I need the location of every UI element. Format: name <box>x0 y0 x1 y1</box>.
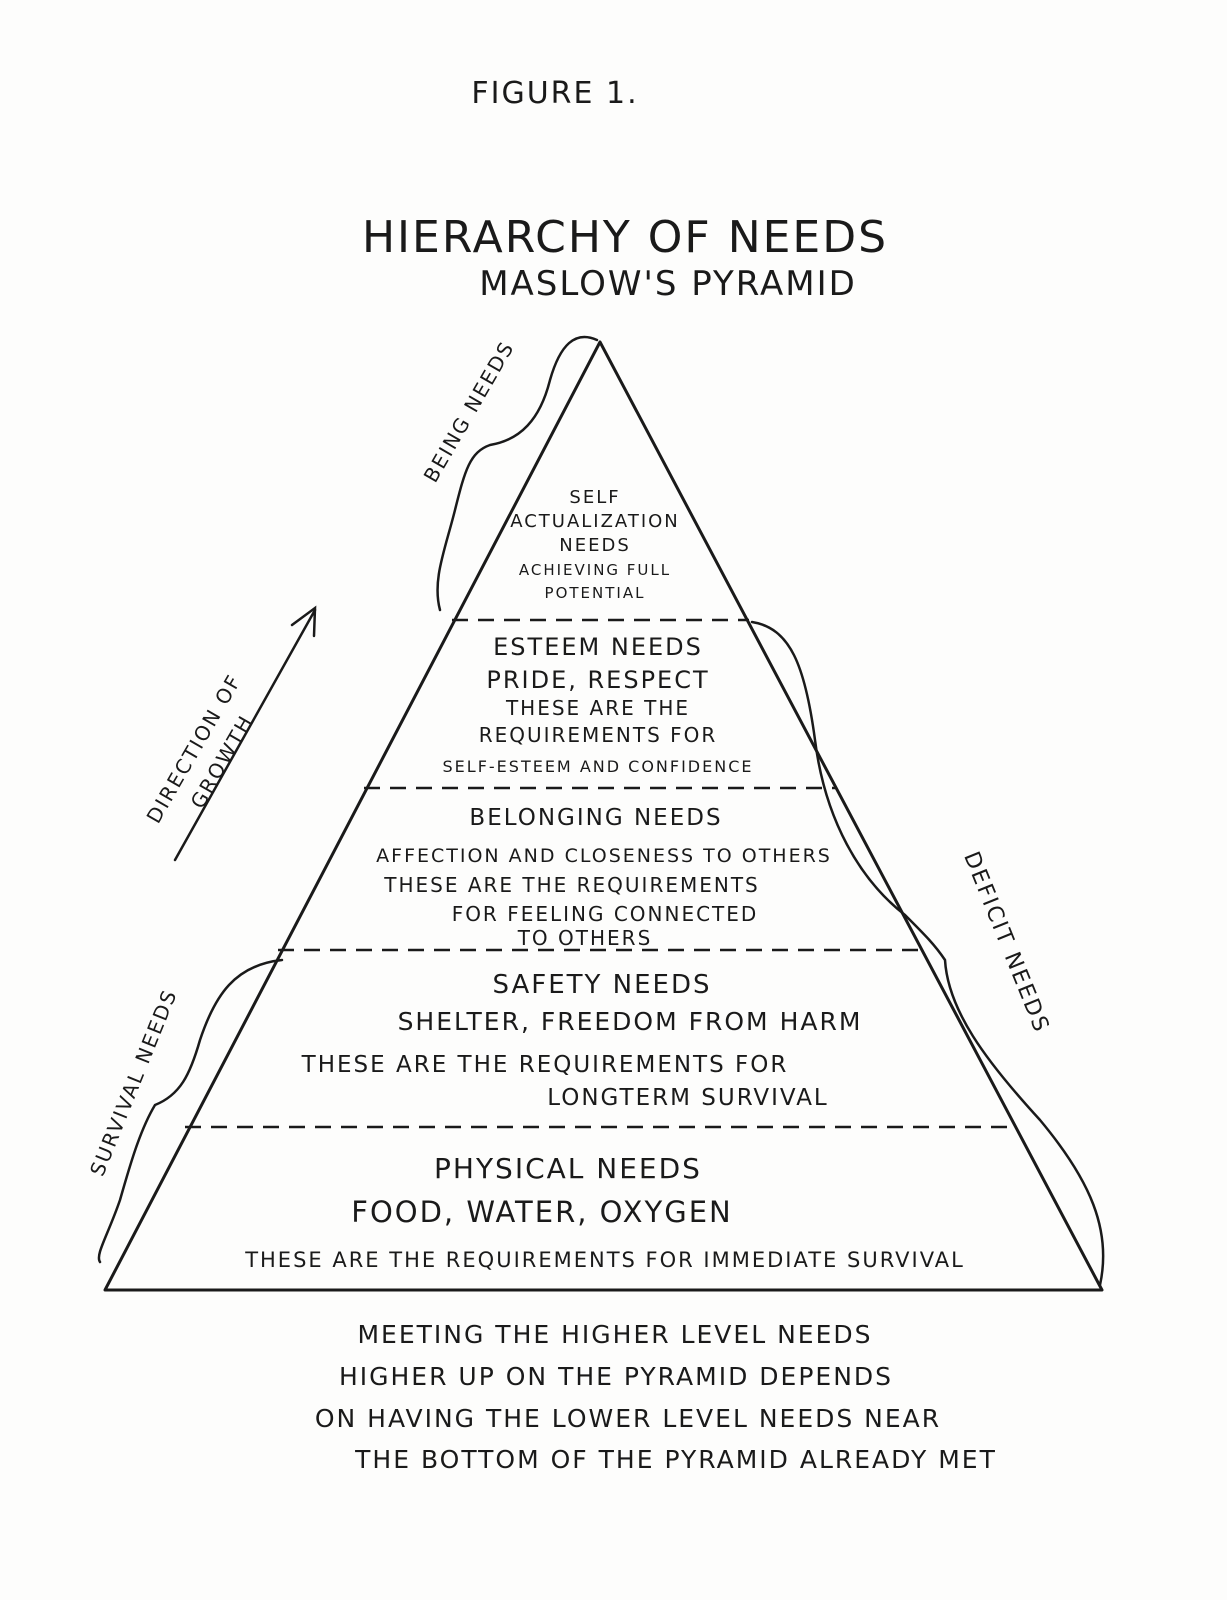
level-text-line: POTENTIAL <box>545 584 646 602</box>
level-heading: PHYSICAL NEEDS <box>434 1152 702 1185</box>
level-heading: SAFETY NEEDS <box>492 970 711 1000</box>
level-text-line: REQUIREMENTS FOR <box>479 723 718 747</box>
level-text-line: THESE ARE THE REQUIREMENTS FOR <box>301 1052 789 1078</box>
level-text-line: SELF <box>569 487 620 508</box>
level-self-actualization: SELF ACTUALIZATION NEEDS ACHIEVING FULL … <box>510 487 680 602</box>
level-text-line: FOR FEELING CONNECTED <box>452 902 759 926</box>
survival-needs-brace <box>97 958 284 1264</box>
growth-arrow-shaft <box>173 608 317 862</box>
growth-arrowhead-icon <box>290 605 317 638</box>
level-safety: SAFETY NEEDS SHELTER, FREEDOM FROM HARM … <box>301 970 863 1111</box>
level-text-line: LONGTERM SURVIVAL <box>547 1085 829 1111</box>
level-heading: BELONGING NEEDS <box>469 805 722 831</box>
level-belonging: BELONGING NEEDS AFFECTION AND CLOSENESS … <box>376 805 832 950</box>
footnote-line: THE BOTTOM OF THE PYRAMID ALREADY MET <box>354 1445 997 1474</box>
deficit-needs-brace <box>750 620 1105 1287</box>
level-text-line: TO OTHERS <box>517 926 653 950</box>
footnote: MEETING THE HIGHER LEVEL NEEDS HIGHER UP… <box>315 1320 997 1474</box>
level-text-line: NEEDS <box>559 535 631 556</box>
footnote-line: HIGHER UP ON THE PYRAMID DEPENDS <box>339 1362 893 1391</box>
being-needs-brace <box>436 335 599 612</box>
level-physical: PHYSICAL NEEDS FOOD, WATER, OXYGEN THESE… <box>244 1152 965 1272</box>
growth-arrow <box>173 605 317 862</box>
level-text-line: THESE ARE THE <box>505 696 690 720</box>
level-text-line: THESE ARE THE REQUIREMENTS FOR IMMEDIATE… <box>244 1248 965 1272</box>
survival-needs-label: SURVIVAL NEEDS <box>85 985 182 1179</box>
level-text-line: SELF-ESTEEM AND CONFIDENCE <box>443 757 754 776</box>
footnote-line: ON HAVING THE LOWER LEVEL NEEDS NEAR <box>315 1404 941 1433</box>
level-text-line: ACTUALIZATION <box>510 511 680 532</box>
pyramid-outline <box>103 340 1104 1292</box>
level-text-line: ACHIEVING FULL <box>519 561 671 579</box>
level-esteem: ESTEEM NEEDS PRIDE, RESPECT THESE ARE TH… <box>443 633 754 776</box>
level-text-line: FOOD, WATER, OXYGEN <box>351 1195 732 1229</box>
level-text-line: SHELTER, FREEDOM FROM HARM <box>398 1007 863 1036</box>
figure-label: FIGURE 1. <box>471 76 638 111</box>
level-text-line: PRIDE, RESPECT <box>486 666 709 694</box>
diagram-subtitle: MASLOW'S PYRAMID <box>479 264 857 304</box>
level-heading: ESTEEM NEEDS <box>493 633 703 661</box>
level-text-line: THESE ARE THE REQUIREMENTS <box>383 873 760 897</box>
level-text-line: AFFECTION AND CLOSENESS TO OTHERS <box>376 845 832 867</box>
footnote-line: MEETING THE HIGHER LEVEL NEEDS <box>357 1320 872 1349</box>
diagram-title: HIERARCHY OF NEEDS <box>362 212 888 263</box>
deficit-needs-label: DEFICIT NEEDS <box>958 848 1054 1037</box>
